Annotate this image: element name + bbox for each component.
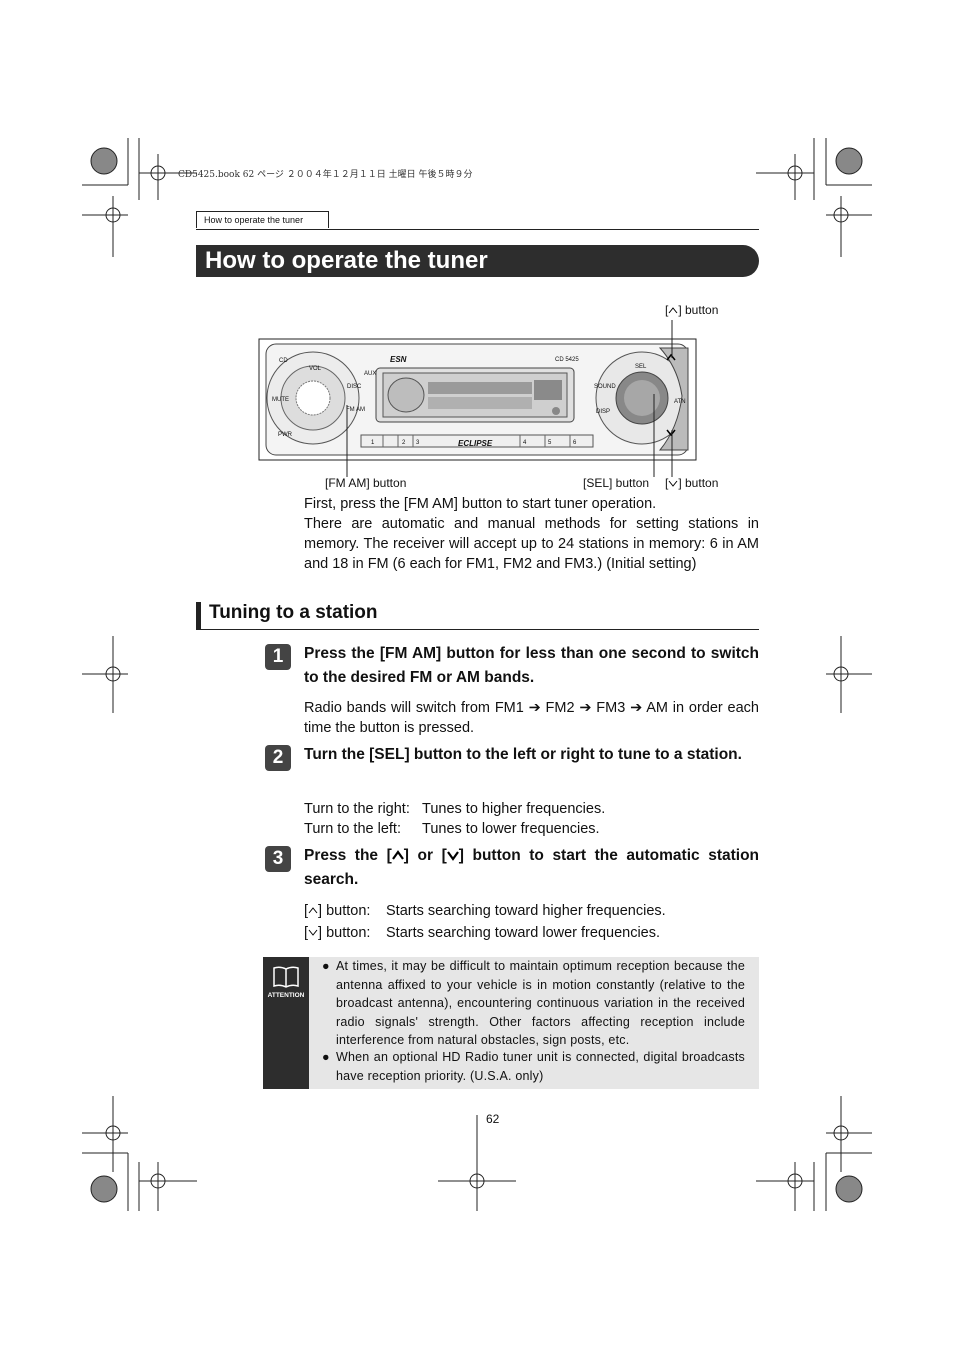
step-3-down-label: [] button: xyxy=(304,925,371,941)
attention-bullet-1: ● At times, it may be difficult to maint… xyxy=(322,957,745,1050)
down-arrow-icon xyxy=(446,851,459,861)
step-3-down-text: Starts searching toward lower frequencie… xyxy=(386,925,661,941)
intro-line-2: There are automatic and manual methods f… xyxy=(304,516,759,572)
pwr-label: PWR xyxy=(278,432,293,438)
section-bar xyxy=(196,602,201,629)
step-2-title: Turn the [SEL] button to the left or rig… xyxy=(304,746,742,763)
model-label: CD 5425 xyxy=(555,357,579,363)
header-rule xyxy=(196,229,759,230)
step-2-left: Turn to the left: Tunes to lower frequenc… xyxy=(304,819,759,839)
preset-6: 6 xyxy=(573,440,577,446)
attention-bullet-2: ● When an optional HD Radio tuner unit i… xyxy=(322,1048,745,1085)
attention-side: ATTENTION xyxy=(263,957,309,1089)
attention-box: ATTENTION ● At times, it may be difficul… xyxy=(263,957,759,1089)
preset-4: 4 xyxy=(523,440,527,446)
step-3-title-a: Press the [ xyxy=(304,847,392,864)
attention-bullet-2-text: When an optional HD Radio tuner unit is … xyxy=(336,1050,745,1083)
page-title: How to operate the tuner xyxy=(196,245,759,277)
disc-label: DISC xyxy=(347,384,362,390)
step-1-title: Press the [FM AM] button for less than o… xyxy=(304,645,759,686)
attention-bullet-1-text: At times, it may be difficult to maintai… xyxy=(336,959,745,1047)
disp-label: DISP xyxy=(596,409,610,415)
down-arrow-icon xyxy=(308,929,318,936)
bullet-dot-icon: ● xyxy=(322,1050,330,1064)
step-2-badge: 2 xyxy=(265,745,291,771)
fm-am-label: FM AM xyxy=(346,407,365,413)
page-number: 62 xyxy=(486,1112,500,1126)
eclipse-logo: ECLIPSE xyxy=(458,439,493,448)
up-arrow-icon xyxy=(668,307,678,314)
atn-label: ATN xyxy=(674,399,686,405)
aux-label: AUX xyxy=(364,371,376,377)
step-1-badge: 1 xyxy=(265,644,291,670)
callout-down-button: [] button xyxy=(665,476,719,490)
step-3-up: [] button: Starts searching toward higher… xyxy=(304,901,759,921)
cd-label: CD xyxy=(279,358,288,364)
step-1-body: Radio bands will switch from FM1 ➔ FM2 ➔… xyxy=(304,700,759,736)
step-3-title-c: ] button to start the automatic station … xyxy=(304,847,760,888)
preset-2: 2 xyxy=(402,440,406,446)
step-2-left-text: Tunes to lower frequencies. xyxy=(422,821,600,837)
book-icon xyxy=(273,966,299,988)
esn-logo: ESN xyxy=(390,355,407,364)
callout-fm-am-button: [FM AM] button xyxy=(325,476,407,490)
vol-label: VOL xyxy=(309,366,322,372)
step-3-up-label: [] button: xyxy=(304,903,371,919)
section-heading: Tuning to a station xyxy=(196,601,759,630)
step-3-down: [] button: Starts searching toward lower … xyxy=(304,923,759,943)
section-title: Tuning to a station xyxy=(209,602,378,623)
print-info: CD5425.book 62 ページ ２００４年１２月１１日 土曜日 午後５時９… xyxy=(178,170,473,180)
sel-label: SEL xyxy=(635,364,647,370)
intro-line-1: First, press the [FM AM] button to start… xyxy=(304,496,657,512)
up-arrow-icon xyxy=(391,850,404,860)
step-2-left-label: Turn to the left: xyxy=(304,821,401,837)
step-3-title-b: ] or [ xyxy=(403,847,447,864)
step-3-title: Press the [ ] or [] button to start the a… xyxy=(304,844,759,892)
step-2-right: Turn to the right: Tunes to higher freque… xyxy=(304,799,759,819)
step-2-right-text: Tunes to higher frequencies. xyxy=(422,801,606,817)
attention-label: ATTENTION xyxy=(267,992,305,999)
preset-5: 5 xyxy=(548,440,552,446)
preset-3: 3 xyxy=(416,440,420,446)
up-arrow-icon xyxy=(308,907,318,914)
head-unit-illustration: CD VOL MUTE PWR DISC FM AM AUX CD 5425 S… xyxy=(258,338,697,461)
step-2-right-label: Turn to the right: xyxy=(304,801,410,817)
callout-up-button: [] button xyxy=(665,303,719,317)
down-arrow-icon xyxy=(668,481,678,488)
mute-label: MUTE xyxy=(272,397,289,403)
preset-1: 1 xyxy=(371,440,375,446)
step-3-up-text: Starts searching toward higher frequenci… xyxy=(386,903,666,919)
bullet-dot-icon: ● xyxy=(322,959,330,973)
sound-label: SOUND xyxy=(594,384,616,390)
header-tab: How to operate the tuner xyxy=(196,211,329,228)
callout-sel-button: [SEL] button xyxy=(583,476,650,490)
step-3-badge: 3 xyxy=(265,846,291,872)
